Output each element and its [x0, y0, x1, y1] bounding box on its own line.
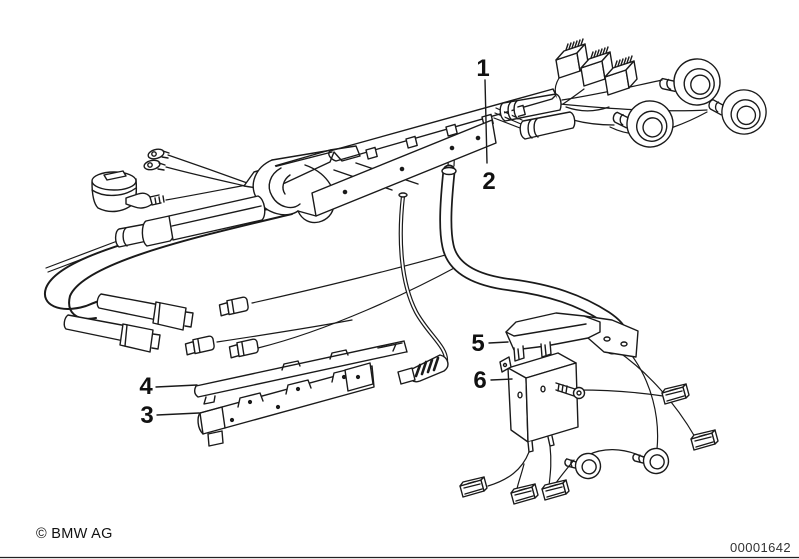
drawing-root: [43, 38, 771, 505]
callout-3: 3: [140, 402, 153, 429]
control-module: [499, 352, 586, 453]
callout-leaders: [155, 79, 513, 416]
lower-connectors: [459, 383, 719, 505]
bracket: [505, 312, 639, 362]
callout-1: 1: [476, 55, 489, 82]
relays: [555, 38, 638, 96]
callout-4: 4: [139, 373, 153, 400]
cap-connector: [91, 170, 165, 213]
callout-5: 5: [471, 330, 484, 357]
bullet-plugs: [184, 295, 260, 359]
sensor-lead: [397, 192, 449, 385]
callout-6: 6: [473, 367, 486, 394]
ring-terminals: [143, 148, 170, 171]
capacitor: [114, 195, 266, 248]
callout-2: 2: [482, 168, 495, 195]
drawing-number: 00001642: [730, 540, 791, 555]
cable-channel: [197, 362, 375, 447]
cable-channel-cover: [193, 340, 408, 405]
copyright-text: © BMW AG: [36, 526, 113, 542]
insulating-sleeves: [499, 93, 576, 140]
plug-boots: [63, 293, 194, 353]
